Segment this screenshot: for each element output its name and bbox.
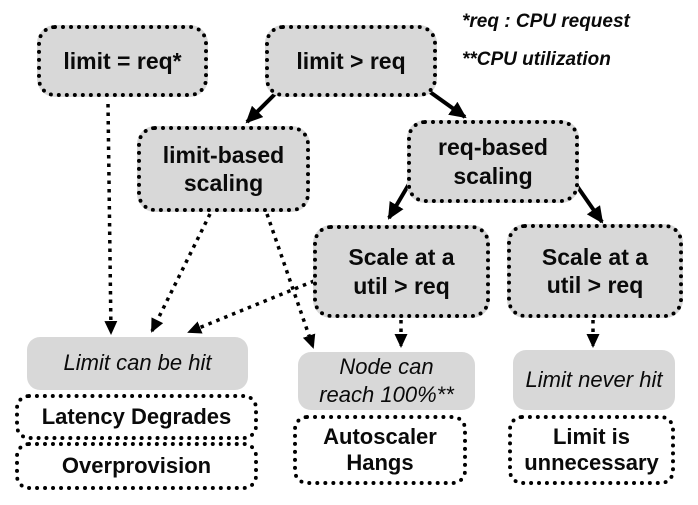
node-label-line: scaling	[453, 162, 533, 189]
node-label-line: Scale at a	[541, 243, 649, 270]
outcome-label: Limit can be hit	[63, 350, 212, 376]
arrow-limit-gt-req-to-req-based-scaling	[428, 90, 467, 119]
outcome-label-line: reach 100%**	[319, 382, 454, 407]
node-label-line: scaling	[183, 170, 264, 196]
outcome-limit-never-hit: Limit never hit	[513, 350, 675, 410]
node-label-line: util > req	[353, 272, 450, 299]
arrow-limit-based-scaling-to-node-can-reach	[265, 213, 316, 349]
result-autoscaler-hangs: Autoscaler Hangs	[293, 415, 467, 485]
result-label-line: Hangs	[346, 450, 414, 475]
node-req-based-scaling: req-based scaling	[407, 120, 579, 203]
node-label: limit > req	[296, 47, 406, 74]
result-limit-is-unnecessary: Limit is unnecessary	[508, 415, 675, 485]
util-note: **CPU utilization	[462, 49, 611, 70]
node-label-line: util > req	[546, 272, 644, 298]
node-label: limit = req*	[63, 47, 182, 74]
node-scale-util-left: Scale at a util > req	[313, 225, 490, 318]
outcome-label-line: Node can	[339, 353, 434, 379]
result-latency-degrades: Latency Degrades	[15, 394, 258, 440]
node-limit-based-scaling: limit-based scaling	[137, 126, 310, 212]
result-label: Overprovision	[61, 452, 212, 478]
outcome-limit-can-be-hit: Limit can be hit	[27, 337, 248, 390]
node-label-line: Scale at a	[348, 244, 455, 271]
node-limit-gt-req: limit > req	[265, 25, 437, 97]
arrow-limit-gt-req-to-limit-based-scaling	[245, 91, 278, 124]
node-limit-eq-req: limit = req*	[37, 25, 208, 97]
node-scale-util-right: Scale at a util > req	[507, 224, 683, 318]
result-label-line: Limit is	[552, 423, 630, 449]
result-label-line: Autoscaler	[323, 423, 437, 449]
node-label-line: req-based	[438, 134, 548, 161]
req-note: *req : CPU request	[462, 11, 630, 32]
outcome-label: Limit never hit	[525, 366, 663, 392]
result-overprovision: Overprovision	[15, 442, 258, 490]
arrow-limit-based-scaling-to-limit-can-be-hit	[150, 213, 212, 333]
result-label-line: unnecessary	[524, 450, 659, 475]
arrow-req-based-scaling-to-scale-util-right	[575, 184, 604, 224]
node-label-line: limit-based	[162, 141, 285, 168]
arrow-scale-util-left-to-limit-can-be-hit	[187, 279, 315, 334]
arrow-limit-eq-req-to-limit-can-be-hit	[104, 103, 118, 335]
result-label: Latency Degrades	[41, 403, 232, 429]
arrow-req-based-scaling-to-scale-util-left	[387, 182, 411, 220]
outcome-node-can-reach: Node can reach 100%**	[298, 352, 475, 410]
